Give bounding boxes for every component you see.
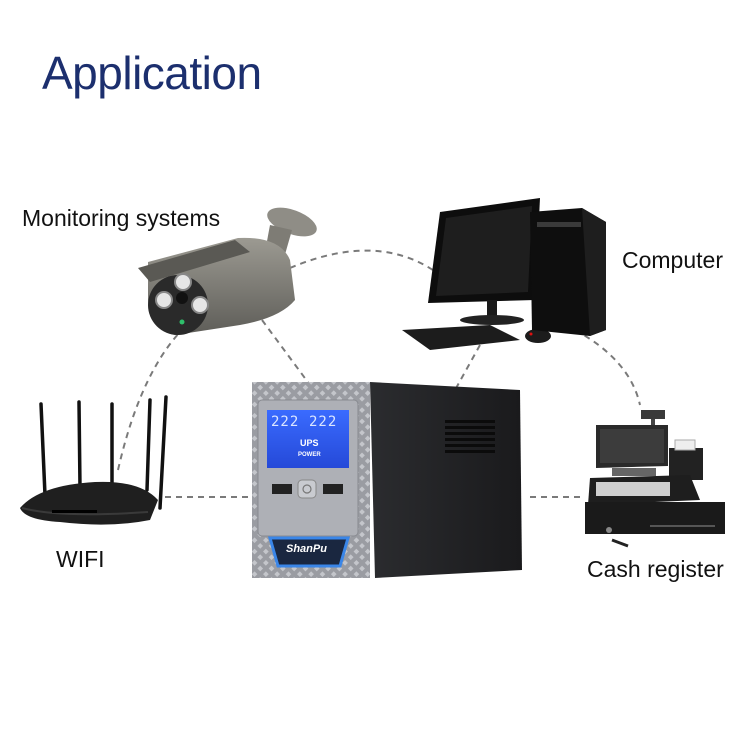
ups-display-status: POWER bbox=[298, 452, 321, 458]
ups-display-input: 222 bbox=[271, 414, 300, 430]
label-monitoring-systems: Monitoring systems bbox=[22, 205, 221, 231]
page-title: Application bbox=[42, 47, 262, 99]
label-computer: Computer bbox=[622, 247, 723, 273]
ups-display-mode: UPS bbox=[300, 438, 319, 448]
label-cash-register: Cash register bbox=[587, 556, 724, 582]
ups-brand-logo: ShanPu bbox=[286, 543, 327, 555]
ups-display-output: 222 bbox=[309, 414, 338, 430]
label-wifi: WIFI bbox=[56, 546, 105, 572]
